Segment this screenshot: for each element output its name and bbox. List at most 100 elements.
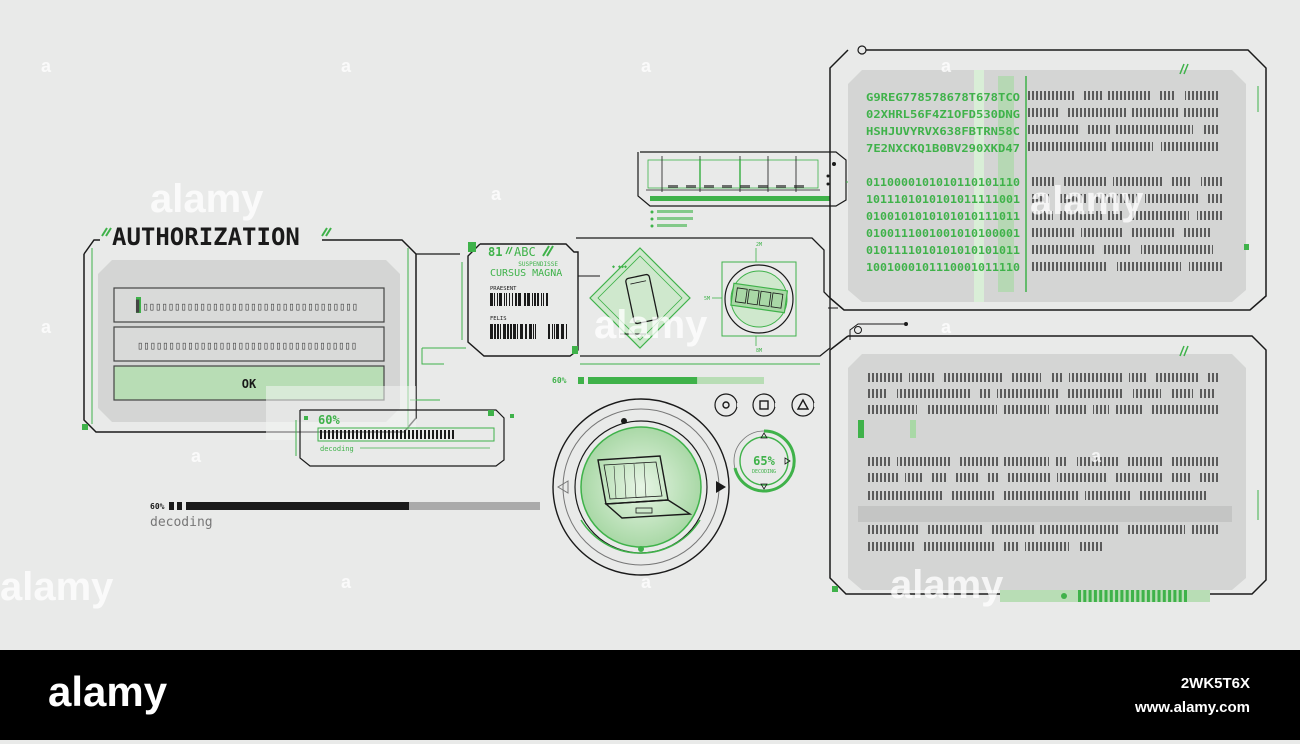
svg-text:alamy: alamy bbox=[594, 303, 708, 347]
card-felis: FELIS bbox=[490, 316, 507, 322]
tick bbox=[1157, 590, 1161, 602]
card-suspendisse: SUSPENDISSE bbox=[518, 261, 558, 268]
tick bbox=[1083, 590, 1087, 602]
svg-text:alamy: alamy bbox=[0, 565, 114, 609]
barcode-bar bbox=[504, 293, 505, 306]
decoding-progress: 60% decoding bbox=[150, 502, 540, 530]
redacted-paragraphs bbox=[868, 373, 1220, 551]
svg-text:a: a bbox=[491, 184, 502, 204]
text-word bbox=[1202, 125, 1218, 134]
id-card-panel: 81 ABC SUSPENDISSE CURSUS MAGNA PRAESENT… bbox=[461, 242, 600, 357]
title-slash-right-icon bbox=[321, 227, 332, 237]
stop-icon[interactable] bbox=[752, 393, 779, 417]
text-word bbox=[1108, 211, 1123, 220]
text-word bbox=[1184, 108, 1218, 117]
tick bbox=[1109, 590, 1113, 602]
barcode-bar bbox=[520, 324, 523, 339]
text-word bbox=[1139, 491, 1206, 500]
barcode-bar bbox=[490, 293, 493, 306]
text-word bbox=[1170, 177, 1192, 186]
hex-line: G9REG778578678T678TCO bbox=[866, 91, 1020, 104]
text-word bbox=[1201, 177, 1222, 186]
text-word bbox=[1055, 405, 1086, 414]
binary-line: 0100111001001010100001 bbox=[866, 227, 1020, 240]
text-word bbox=[1028, 125, 1079, 134]
text-word bbox=[997, 389, 1058, 398]
image-id: 2WK5T6X bbox=[1181, 675, 1250, 692]
svg-text:a: a bbox=[1091, 446, 1102, 466]
password-field[interactable]: ▯▯▯▯▯▯▯▯▯▯▯▯▯▯▯▯▯▯▯▯▯▯▯▯▯▯▯▯▯▯▯▯▯▯▯ bbox=[113, 326, 385, 362]
text-word bbox=[1130, 211, 1189, 220]
text-word bbox=[1058, 194, 1086, 203]
grid-label bbox=[686, 185, 696, 188]
barcode-bar bbox=[503, 324, 506, 339]
binary-line: 0110000101010110101110 bbox=[866, 176, 1020, 189]
mini-progress-fill bbox=[320, 430, 456, 439]
text-word bbox=[1032, 177, 1055, 186]
text-word bbox=[1064, 177, 1107, 186]
barcode-bar bbox=[552, 324, 553, 339]
barcode-bar bbox=[546, 293, 548, 306]
grid-label bbox=[722, 185, 732, 188]
tick bbox=[1136, 590, 1140, 602]
card-code: 81 bbox=[488, 245, 502, 259]
text-word bbox=[1003, 542, 1018, 551]
text-word bbox=[1129, 373, 1147, 382]
svg-text:a: a bbox=[191, 446, 202, 466]
text-word bbox=[943, 373, 1003, 382]
text-word bbox=[1189, 262, 1222, 271]
scan-progress-fill bbox=[588, 377, 698, 384]
text-word bbox=[1050, 373, 1062, 382]
text-word bbox=[1032, 228, 1074, 237]
text-word bbox=[1145, 194, 1199, 203]
binary-line: 1001000101110001011110 bbox=[866, 261, 1020, 274]
card-abc: ABC bbox=[514, 245, 536, 259]
text-word bbox=[1156, 373, 1199, 382]
text-word bbox=[905, 473, 922, 482]
text-word bbox=[1170, 389, 1193, 398]
text-word bbox=[1069, 373, 1122, 382]
barcode-bar bbox=[494, 293, 495, 306]
text-word bbox=[992, 525, 1034, 534]
barcode-bar bbox=[518, 293, 521, 306]
tick bbox=[1125, 590, 1129, 602]
text-word bbox=[1095, 194, 1139, 203]
tick bbox=[1104, 590, 1108, 602]
barcode-bar bbox=[507, 324, 509, 339]
text-word bbox=[1028, 91, 1074, 100]
tick bbox=[1146, 590, 1150, 602]
username-field[interactable]: ▌▯▯▯▯▯▯▯▯▯▯▯▯▯▯▯▯▯▯▯▯▯▯▯▯▯▯▯▯▯▯▯▯▯▯ bbox=[113, 287, 385, 323]
text-word bbox=[868, 542, 915, 551]
connector-lines bbox=[849, 322, 908, 340]
grid-label bbox=[668, 185, 678, 188]
dial-percent: 65% bbox=[753, 454, 775, 468]
text-word bbox=[1172, 457, 1220, 466]
tick bbox=[1178, 590, 1182, 602]
binary-line: 0101111010101010101011 bbox=[866, 244, 1020, 257]
record-icon[interactable] bbox=[714, 393, 741, 417]
barcode-bar bbox=[497, 293, 498, 306]
text-word bbox=[1032, 194, 1049, 203]
text-word bbox=[922, 542, 995, 551]
svg-text:alamy: alamy bbox=[150, 177, 264, 221]
triangle-icon[interactable] bbox=[791, 393, 818, 417]
svg-text:a: a bbox=[941, 56, 952, 76]
back-icon[interactable] bbox=[557, 480, 569, 494]
grid-label bbox=[776, 185, 786, 188]
play-icon[interactable] bbox=[716, 481, 726, 493]
grid-label bbox=[794, 185, 804, 188]
barcode-bar bbox=[494, 324, 496, 339]
text-word bbox=[1133, 389, 1161, 398]
text-word bbox=[1011, 373, 1041, 382]
hex-line: 7E2NXCKQ1B0BV290XKD47 bbox=[866, 142, 1020, 155]
text-word bbox=[1206, 194, 1222, 203]
laptop-hub[interactable] bbox=[552, 398, 730, 576]
binary-lines: 0110000101010110101110101110101010101111… bbox=[866, 176, 1020, 274]
top-chart-panel bbox=[637, 151, 852, 228]
card-cursus: CURSUS MAGNA bbox=[490, 268, 562, 279]
scan-panel: ◆ ◆◆◆ 2M 8M 5M bbox=[421, 237, 831, 365]
decoding-percent: 60% bbox=[150, 502, 165, 511]
text-word bbox=[1032, 245, 1096, 254]
barcode-1 bbox=[490, 293, 548, 306]
